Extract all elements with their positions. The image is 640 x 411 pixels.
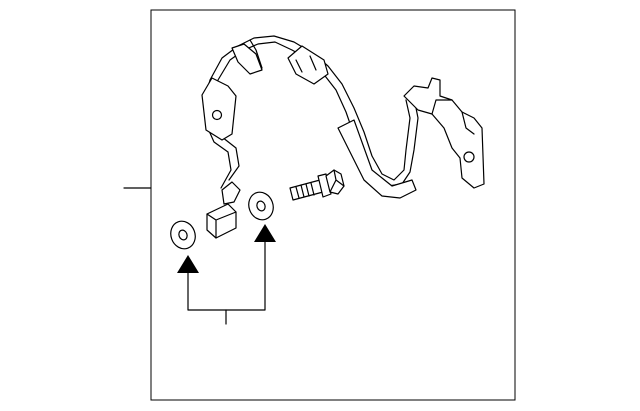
hose-clip-top-ridge — [249, 39, 263, 69]
washer-upper — [248, 191, 274, 221]
hose-clip-left — [201, 77, 237, 141]
hose-clip-left-hole — [211, 109, 223, 121]
callout-arrowhead-left — [177, 255, 199, 273]
hose-fitting-upper — [287, 45, 329, 85]
washer-callout — [177, 224, 276, 325]
hose-clip-top — [231, 43, 263, 75]
washer-upper-hole — [256, 200, 266, 212]
hose-assembly — [201, 35, 485, 239]
bolt-head-edge — [329, 169, 345, 193]
bolt-threads — [295, 182, 315, 199]
bracket-mounting-hole — [463, 151, 475, 163]
bolt — [289, 169, 345, 201]
hose-sleeve — [337, 119, 417, 199]
hose-fitting-upper-detail — [295, 55, 317, 73]
hose-end-fitting — [221, 181, 241, 205]
washer-lower — [170, 220, 196, 250]
callout-arrowhead-right — [254, 224, 276, 242]
hose-end-connector — [206, 203, 237, 239]
bolt-flange — [317, 173, 332, 198]
bracket-fold-line — [431, 99, 475, 135]
diagram-frame — [150, 9, 516, 401]
washer-lower-hole — [178, 229, 188, 241]
hose-mounting-bracket — [403, 77, 485, 189]
hose-end-connector-edge — [206, 211, 237, 239]
